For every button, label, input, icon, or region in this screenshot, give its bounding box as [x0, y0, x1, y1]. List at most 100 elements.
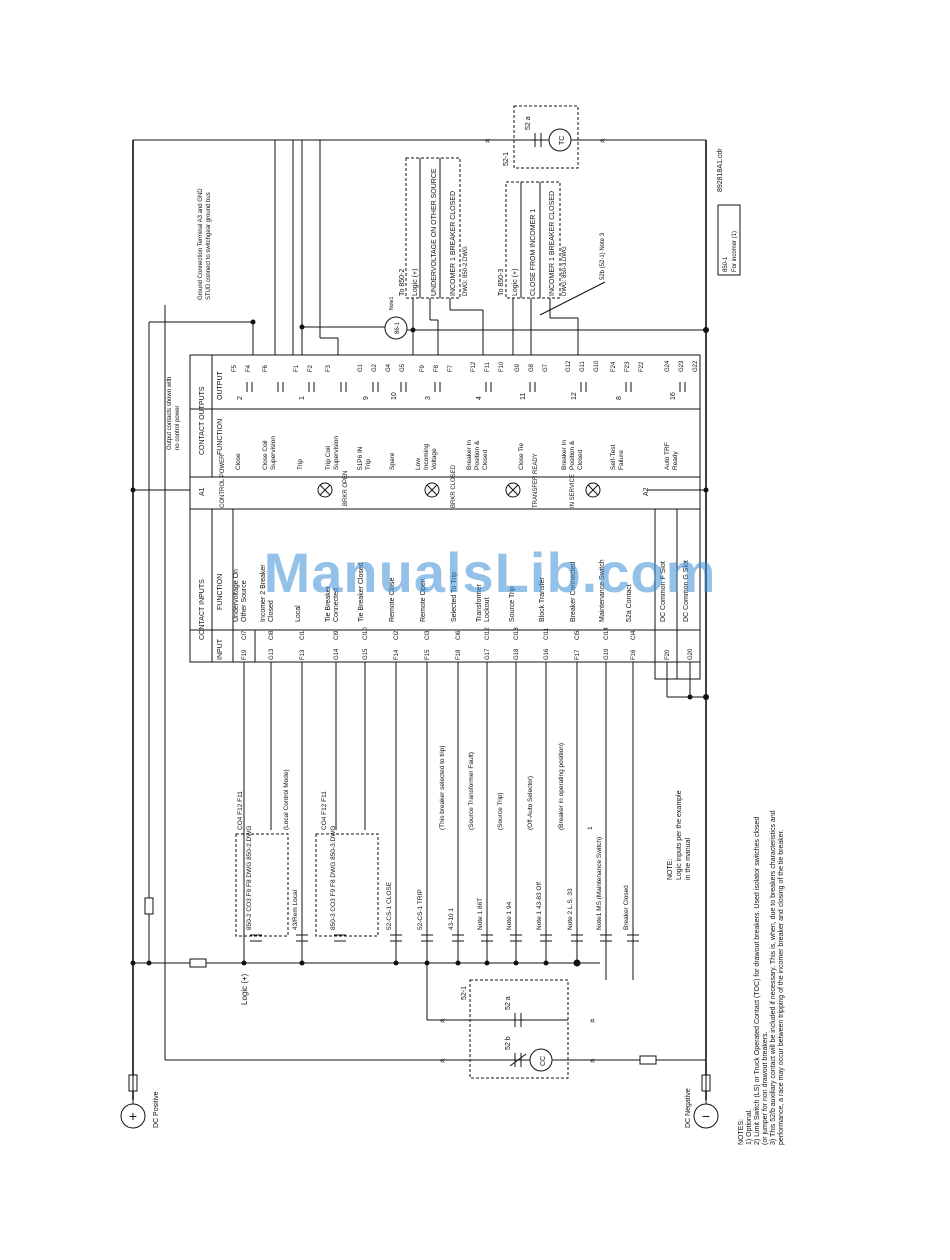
svg-text:+: + [129, 1108, 137, 1124]
output-function-label: Trip [297, 459, 304, 470]
breaker-contact-b: 52 b [505, 1036, 512, 1050]
input-ci: CI5 [575, 630, 581, 640]
output-terminal: G22 [693, 360, 699, 372]
output-terminal: F3 [326, 364, 332, 372]
input-terminal: F19 [242, 649, 248, 660]
output-terminal: G5 [400, 363, 406, 372]
field-contact-label: 43-10 1 [448, 908, 455, 930]
input-ci: CI8 [269, 630, 275, 640]
output-number: 16 [670, 392, 677, 400]
output-function-label: Closed [482, 449, 489, 470]
header-output: OUTPUT [217, 371, 224, 401]
lockout-label: 86-1 [395, 321, 401, 334]
output-terminal: F22 [639, 361, 645, 372]
trip-block-ref: 52-1 [503, 152, 510, 166]
input-terminal: G13 [269, 648, 275, 660]
ground-note-line-1: STUD connect to switchgear ground bus [206, 192, 212, 300]
input-wires [243, 662, 706, 1021]
field-contact-label: Note 1 43-83 Off [536, 882, 543, 930]
input-ci: CI13 [514, 627, 520, 640]
input-function-label: Tie Breaker Closed [358, 562, 365, 622]
output-terminal: G4 [386, 363, 392, 372]
input-function-label: Remote Close [389, 578, 396, 622]
output-function-label: Voltage [431, 448, 438, 470]
output-function-label: Supervision [333, 436, 340, 470]
relay-label-line-0: 850-1 [723, 256, 729, 272]
output-function-label: Auto TRF [664, 442, 671, 470]
field-contact-4: 52-CS-1 CLOSE [386, 881, 402, 942]
box-850-3: To 850-3 Logic (+) CLOSE FROM INCOMER 1 … [498, 181, 568, 299]
field-contact-9: Note 1 43-83 Off(Off-Auto Selector) [527, 776, 552, 942]
output-function-label: Self-Test [610, 445, 617, 470]
header-input: INPUT [217, 638, 224, 660]
svg-text:«: « [590, 1015, 595, 1025]
output-terminal: F12 [471, 361, 477, 372]
header-control-power: CONTROL POWER [220, 454, 226, 508]
output-function-label: Close Coil [262, 440, 269, 470]
relay-label-box: 850-1 For incomer (1) [717, 204, 741, 276]
input-function-label: Incomer 2 Breaker [260, 564, 267, 622]
input-terminal: F20 [665, 649, 671, 660]
output-function-label: Incoming [423, 443, 430, 470]
input-function-label: Remote Open [420, 578, 427, 622]
logic-plus-text: Logic (+) [240, 973, 249, 1005]
trip-block-contact: 52 a [525, 116, 532, 130]
led-in-service: IN SERVICE [570, 474, 601, 508]
output-terminal: F9 [420, 364, 426, 372]
input-function-label: Block Transfer [539, 577, 546, 622]
input-function-label: Connected [333, 588, 340, 622]
field-contact-5: 52-CS-1 TRIP [417, 889, 433, 942]
field-contact-label: Breaker Closed [623, 885, 630, 930]
dc-positive-terminal: + DC Positive [120, 1091, 160, 1129]
output-function-label: Trip [365, 459, 372, 470]
output-terminal: F1 [294, 364, 300, 372]
output-number: 9 [363, 396, 370, 400]
input-function-label: Other Source [241, 580, 248, 622]
output-terminal: G11 [580, 360, 586, 372]
output-terminal: G7 [543, 363, 549, 372]
input-ci: CI9 [334, 630, 340, 640]
drawing-id-text: 892818A1.cdr [717, 148, 724, 192]
output-function-label: Position & [569, 440, 576, 470]
output-function-label: Supervision [270, 436, 277, 470]
input-ci: CI4 [631, 630, 637, 640]
notes-line-2: 2) Limit Switch (LS) or Truck Operated C… [754, 817, 761, 1145]
breaker-close-block: CC 52-1 52 a 52 b « « « « [440, 979, 595, 1079]
field-contact-sub: CO4 F12 F11 [321, 791, 328, 830]
box-850-2-line-0: Logic (+) [412, 269, 419, 296]
field-contact-sub: (Source Transformer Fault) [468, 752, 475, 830]
output-terminal: F24 [611, 361, 617, 372]
input-terminal: G14 [334, 648, 340, 660]
field-contact-sub: (Source Trip) [497, 792, 504, 830]
led-brkr-open: BRKR OPEN [317, 471, 349, 506]
lockout-note: Note1 [389, 296, 395, 310]
input-terminal: G15 [363, 648, 369, 660]
input-terminal: G17 [485, 648, 491, 660]
notes-line-4: 3) This 52/b auxiliary contact will be i… [770, 810, 777, 1145]
output-function-label: Breaker In [466, 440, 473, 470]
field-contact-label: Note 2 L.S. 33 [567, 888, 574, 930]
field-contact-12: Breaker Closed [623, 885, 639, 942]
field-contact-sub: 1 [587, 826, 594, 830]
trip-coil-label: TC [559, 136, 566, 145]
box-850-3-line-0: Logic (+) [512, 269, 519, 296]
input-terminal: F13 [300, 649, 306, 660]
box-850-3-line-2: INCOMER 1 BREAKER CLOSED [549, 191, 556, 296]
input-terminal: F15 [425, 649, 431, 660]
